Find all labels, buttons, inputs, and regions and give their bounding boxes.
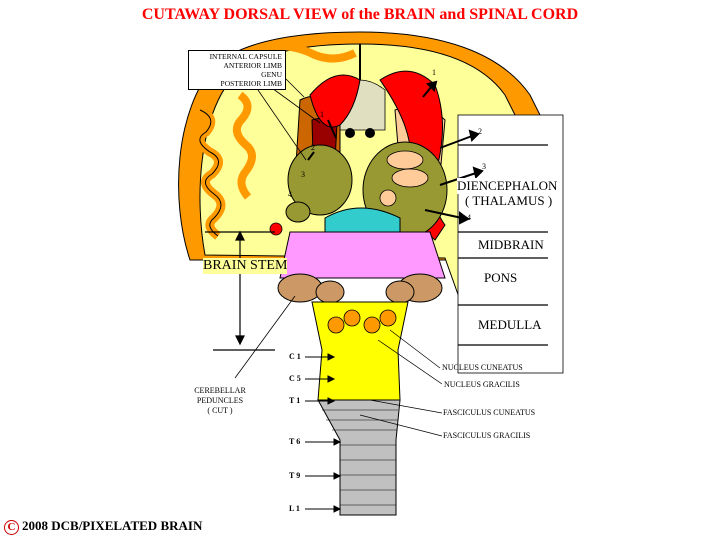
cerebellar-line-2: PEDUNCLES [196,396,244,405]
cerebellar-peduncle-left [277,273,323,303]
internal-capsule-title: INTERNAL CAPSULE [209,52,282,61]
thalamic-nucleus-1 [386,150,424,170]
nucleus-cuneatus-label: NUCLEUS CUNEATUS [442,363,523,372]
cerebellar-peduncle-right-2 [385,280,415,304]
thalamic-nucleus-3 [379,189,397,207]
number-3-right: 3 [482,162,486,171]
level-c5: C 5 [289,374,301,383]
pons [279,231,446,279]
cerebellar-line-1: CEREBELLAR [194,386,246,395]
fasciculus-cuneatus-label: FASCICULUS CUNEATUS [443,408,536,417]
thalamic-nucleus-2 [391,168,429,188]
thalamus-label: ( THALAMUS ) [465,193,553,209]
anterior-limb-label: ANTERIOR LIMB [223,61,282,70]
spinal-pointer-lines [359,329,443,437]
number-1-left: 1 [320,110,324,119]
level-c1: C 1 [289,352,301,361]
cerebellar-peduncles-label: CEREBELLAR PEDUNCLES ( CUT ) [190,386,250,416]
posterior-limb-label: POSTERIOR LIMB [220,79,282,88]
level-t9: T 9 [289,471,301,480]
copyright-text: 2008 DCB/PIXELATED BRAIN [22,518,203,533]
pons-label: PONS [484,270,518,285]
number-2-left: 2 [311,143,315,152]
level-t1: T 1 [289,396,301,405]
left-gyri-outline [199,109,222,237]
peduncle-pointer [234,295,296,379]
cerebellar-line-3: ( CUT ) [207,406,233,415]
level-t6: T 6 [289,437,301,446]
medulla-label: MEDULLA [478,317,542,332]
brain-stem-bracket [205,230,275,351]
number-3-left: 3 [301,170,305,179]
diencephalon-label: DIENCEPHALON [457,178,558,194]
internal-capsule-label: INTERNAL CAPSULE ANTERIOR LIMB GENU POST… [188,50,286,90]
number-1-right: 1 [432,68,436,77]
top-gyrus [253,42,357,63]
left-gyri-2 [232,91,256,200]
copyright-icon: C [4,520,19,535]
nucleus-cuneatus-right [379,309,397,327]
genu-label: GENU [261,70,282,79]
black-dot-2 [365,128,375,138]
brain-stem-label: BRAIN STEM [203,258,288,274]
nucleus-gracilis-left [327,316,345,334]
number-4-right: 4 [467,213,471,222]
nucleus-gracilis-label: NUCLEUS GRACILIS [444,380,520,389]
number-4-left: 4 [288,190,292,199]
level-l1: L 1 [289,504,300,513]
nucleus-gracilis-right [363,316,381,334]
left-thalamus [287,144,353,216]
region-dividers [458,144,548,346]
level-arrows [305,353,342,513]
black-dot-1 [345,128,355,138]
fasciculus-gracilis-label: FASCICULUS GRACILIS [443,431,531,440]
midbrain-label: MIDBRAIN [478,237,544,252]
number-2-right: 2 [478,127,482,136]
nucleus-cuneatus-left [343,309,361,327]
small-nucleus [285,201,311,223]
cerebellar-peduncle-left-2 [315,280,345,304]
region-panel [457,114,564,374]
cord-segment-lines [322,409,398,506]
spinal-cord-lower [317,399,401,516]
red-nucleus-dot [269,222,283,236]
left-internal-capsule [309,74,361,128]
page-title: CUTAWAY DORSAL VIEW of the BRAIN and SPI… [141,6,579,23]
